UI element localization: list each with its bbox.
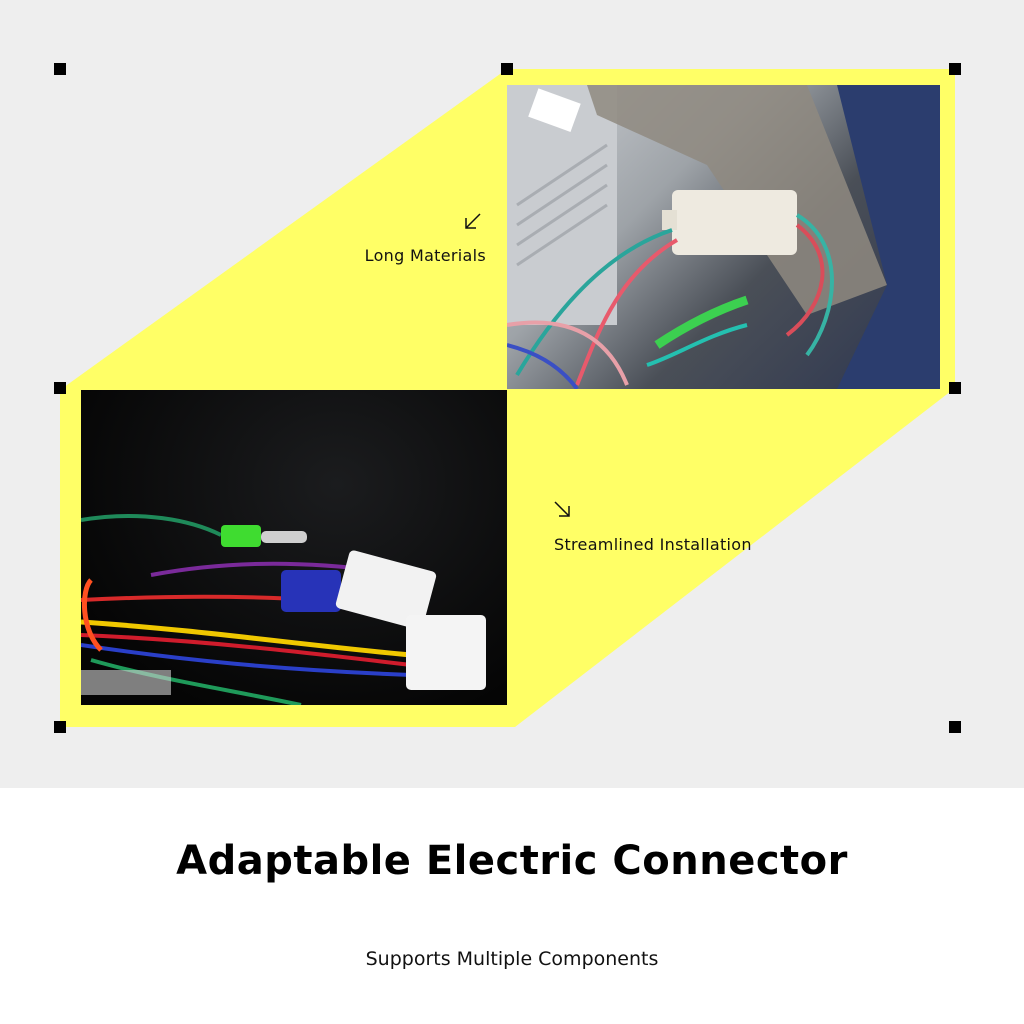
arrow-down-right-icon [554, 501, 570, 517]
footer-area [0, 788, 1024, 1024]
handle-bottom-right [949, 721, 961, 733]
callout-long-materials: Long Materials [364, 246, 486, 265]
page-title: Adaptable Electric Connector [176, 838, 848, 884]
handle-top-middle [501, 63, 513, 75]
handle-middle-left [54, 382, 66, 394]
photo-installed-connector [507, 85, 940, 389]
arrow-down-left-icon [465, 213, 481, 229]
handle-middle-right [949, 382, 961, 394]
handle-top-left [54, 63, 66, 75]
handle-top-right [949, 63, 961, 75]
handle-bottom-left [54, 721, 66, 733]
callout-streamlined-installation: Streamlined Installation [554, 535, 752, 554]
hero-area: Long Materials Streamlined Installation [0, 0, 1024, 788]
photo-connector-wires [81, 390, 507, 705]
page-subtitle: Supports Multiple Components [365, 948, 659, 970]
